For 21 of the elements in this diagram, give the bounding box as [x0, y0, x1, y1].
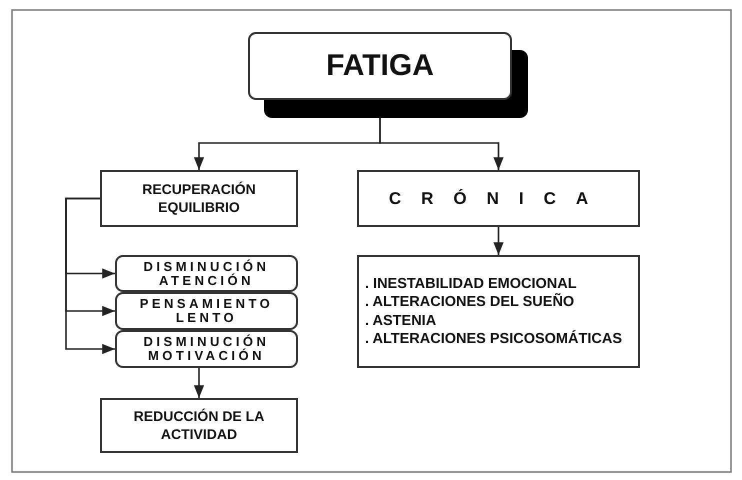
box-label: REDUCCIÓN DE LA ACTIVIDAD — [132, 408, 266, 443]
box-label: CRÓNICA — [388, 188, 608, 210]
box-label: PENSAMIENTO LENTO — [138, 297, 274, 325]
arrow — [65, 198, 115, 354]
rounded-box — [115, 255, 298, 292]
rounded-box — [115, 292, 298, 330]
box-label: DISMINUCIÓN MOTIVACIÓN — [142, 335, 270, 363]
list-item: . ALTERACIONES DEL SUEÑO — [365, 293, 574, 312]
process-box — [100, 170, 298, 227]
list-box — [357, 255, 640, 368]
process-box — [100, 398, 298, 453]
box-label: DISMINUCIÓN ATENCIÓN — [142, 260, 270, 288]
title-text: FATIGA — [326, 48, 434, 84]
box-label: RECUPERACIÓN EQUILIBRIO — [141, 181, 257, 216]
arrow — [493, 227, 504, 255]
list-item: . INESTABILIDAD EMOCIONAL — [365, 275, 577, 293]
process-box — [357, 170, 640, 227]
list-item: . ALTERACIONES PSICOSOMÁTICAS — [365, 330, 622, 348]
rounded-box — [115, 330, 298, 368]
arrow — [194, 368, 204, 398]
list-item: . ASTENIA — [365, 312, 436, 330]
